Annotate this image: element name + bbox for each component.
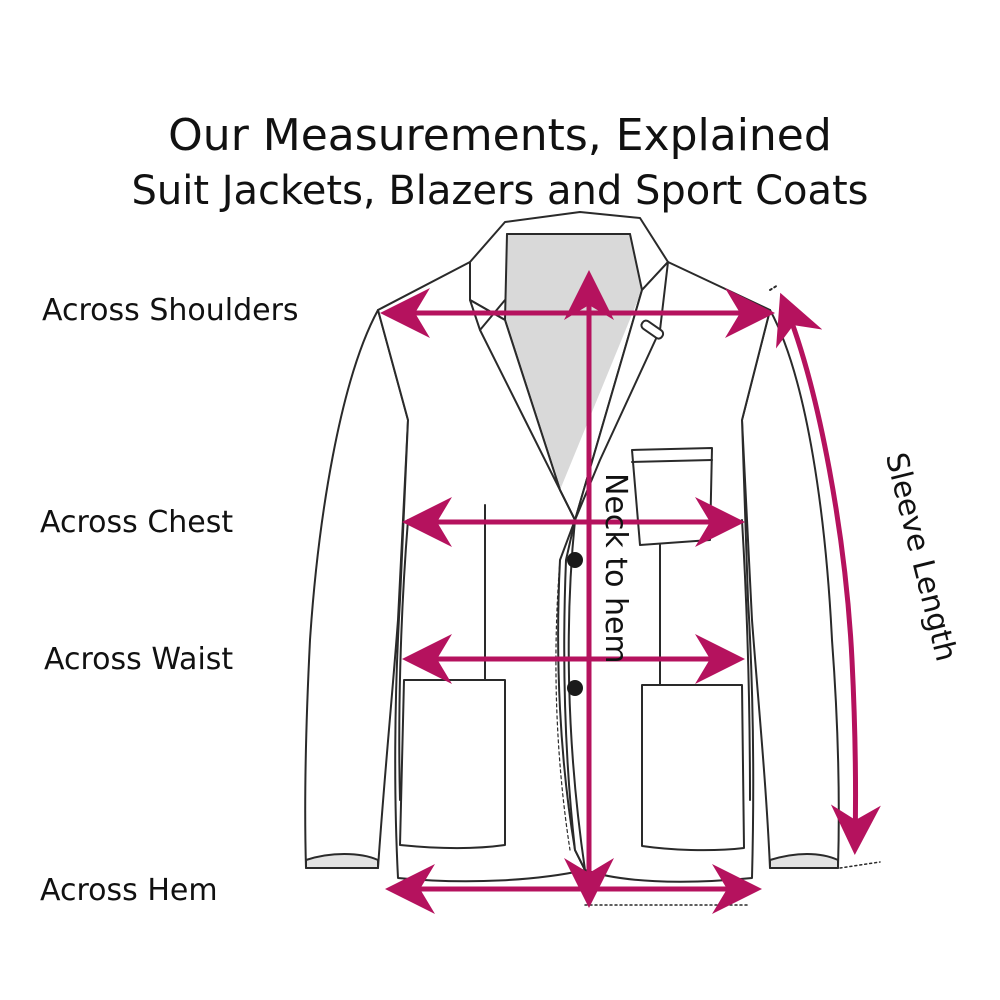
label-across-hem: Across Hem xyxy=(40,873,218,908)
label-neck-to-hem: Neck to hem xyxy=(598,473,633,664)
label-across-chest: Across Chest xyxy=(40,505,234,540)
label-across-waist: Across Waist xyxy=(44,642,234,677)
button-icon xyxy=(567,680,583,696)
label-across-shoulders: Across Shoulders xyxy=(42,293,299,328)
page-subtitle: Suit Jackets, Blazers and Sport Coats xyxy=(131,168,869,214)
pocket-left xyxy=(399,679,506,850)
jacket-sleeve-right xyxy=(741,309,840,869)
button-icon xyxy=(567,552,583,568)
jacket-illustration xyxy=(304,211,881,906)
jacket-sleeve-left xyxy=(304,309,409,869)
arrow-sleeve-length xyxy=(775,292,881,855)
page-title: Our Measurements, Explained xyxy=(168,110,832,161)
